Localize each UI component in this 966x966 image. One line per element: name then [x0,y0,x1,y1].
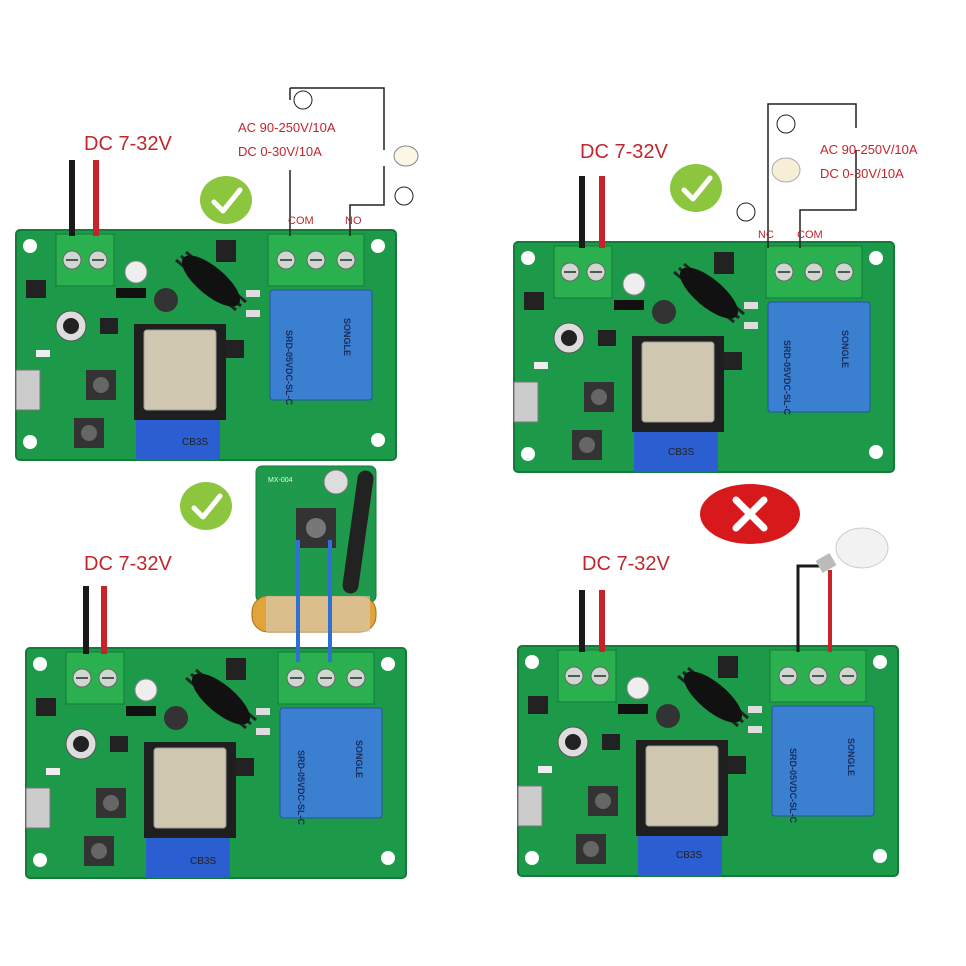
relay-model: SRD-05VDC-SL-C [284,330,294,406]
terminal-label-com: COM [797,229,823,241]
bulb-icon [835,527,889,569]
relay-board [14,228,398,462]
relay-model: SRD-05VDC-SL-C [296,750,306,826]
relay-board [512,240,896,474]
check-icon [180,482,232,530]
wifi-module-label: CB3S [190,856,216,867]
ac-rating: AC 90-250V/10A [238,120,336,135]
remote-transmitter: MX-004 [251,465,377,633]
live-symbol [394,186,414,206]
relay-brand: SONGLE [354,740,364,778]
neutral-symbol [293,90,313,110]
remote-label: MX-004 [268,477,293,484]
relay-brand: SONGLE [840,330,850,368]
terminal-label-com: COM [288,215,314,227]
relay-board [516,644,900,878]
dc-rating: DC 0-30V/10A [238,144,322,159]
relay-brand: SONGLE [846,738,856,776]
check-icon [670,164,722,212]
wifi-module-label: CB3S [668,447,694,458]
voltage-label: DC 7-32V [580,141,668,163]
relay-board [24,646,408,880]
bulb-icon [393,145,419,167]
relay-model: SRD-05VDC-SL-C [782,340,792,416]
check-icon [200,176,252,224]
panel-top-left: DC 7-32V AC 90-250V/10A DC 0-30V/10A COM… [14,87,419,462]
panel-bottom-right: DC 7-32V SRD-05VDC-SL-C SONGLE CB3S [516,484,900,878]
panel-bottom-left: DC 7-32V MX-004 SRD-05VDC-SL-C SONGLE CB… [24,465,408,880]
voltage-label: DC 7-32V [84,133,172,155]
black-wire [796,564,826,652]
terminal-label-no: NO [345,215,362,227]
ac-rating: AC 90-250V/10A [820,142,918,157]
load-circuit [767,103,857,248]
wifi-module-label: CB3S [182,437,208,448]
voltage-label: DC 7-32V [84,553,172,575]
terminal-label-nc: NC [758,229,774,241]
neutral-symbol [776,114,796,134]
cross-icon [700,484,800,544]
bulb-icon [771,157,801,183]
dc-rating: DC 0-30V/10A [820,166,904,181]
live-symbol [736,202,756,222]
relay-brand: SONGLE [342,318,352,356]
wifi-module-label: CB3S [676,850,702,861]
relay-model: SRD-05VDC-SL-C [788,748,798,824]
panel-top-right: DC 7-32V AC 90-250V/10A DC 0-30V/10A NC … [512,103,918,474]
voltage-label: DC 7-32V [582,553,670,575]
load-circuit [289,87,385,236]
